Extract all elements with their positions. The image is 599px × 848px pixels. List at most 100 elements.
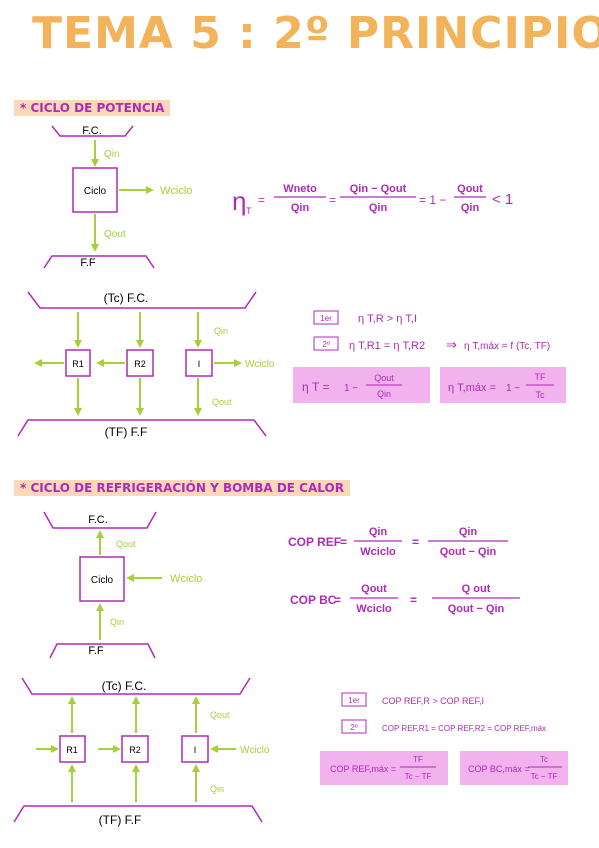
second-corollary-relation: η T,R1 = η T,R2 [349,340,425,352]
reversible-engine-2-box [126,349,154,377]
q-out-label-2: Qout [212,397,232,407]
reversible-engine-1-box [65,349,91,377]
eta-subscript: T [246,206,252,216]
efficiency-real-numerator: Qout [374,373,394,383]
cop-ref-max-lhs: COP REF,máx = [330,764,396,774]
reversible-fridge-2-box [121,735,149,763]
work-label-2: Wciclo [245,359,275,370]
hot-reservoir-label-3: F.C. [88,514,108,526]
q-out-label-3: Qout [116,539,136,549]
refrig-diagram-2: (Tc) F.C. Qout R1 R2 I Wciclo Qin (TF) F… [13,677,270,827]
second-corollary-tag-box-ref [341,719,367,734]
irreversible-fridge-label: I [194,745,197,755]
power-cycle-diagram-1: F.C. Qin Ciclo Wciclo Qout F.F [43,125,192,269]
cold-reservoir-label-2: (TF) F.F [105,425,148,439]
second-corollary-tag: 2º [322,340,329,349]
cop-bc-lhs: COP BC [290,593,337,607]
cop-bc-equals-2: = [410,593,417,607]
cop-ref-f1-denominator: Wciclo [360,546,396,558]
efficiency-max-one-minus: 1 − [506,383,520,394]
hot-reservoir-shape [51,125,134,137]
cop-bc-f2-denominator: Qout − Qin [448,603,505,615]
efficiency-real-one-minus: 1 − [344,383,358,394]
first-corollary-relation-ref: COP REF,R > COP REF,I [382,696,484,706]
cop-ref-max-numerator: TF [413,755,423,764]
section-heading-refrigeration: * CICLO DE REFRIGERACIÓN Y BOMBA DE CALO… [14,480,350,496]
less-than-one: < 1 [492,191,513,208]
hot-reservoir-shape-2 [27,291,257,309]
q-in-label-4: Qin [210,784,224,794]
power-cycle-principles: 1er η T,R > η T,I 2º η T,R1 = η T,R2 ⇒ η… [293,310,566,403]
cop-formulas: COP REF = Qin Wciclo = Qin Qout − Qin CO… [288,526,520,615]
section-heading-power-cycle: * CICLO DE POTENCIA [14,100,171,116]
eta-symbol: η [232,186,246,216]
efficiency-max-numerator: TF [535,372,546,382]
cop-ref-f2-denominator: Qout − Qin [440,546,497,558]
reversible-fridge-1-box [59,735,86,763]
cop-bc-max-denominator: Tc − TF [531,772,558,781]
first-corollary-tag: 1er [320,314,332,323]
irreversible-engine-label: I [198,359,201,369]
q-in-label: Qin [104,149,120,160]
efficiency-real-box [293,367,430,403]
reversible-engine-1-label: R1 [72,359,84,369]
cycle-box-3 [79,556,125,602]
refrig-principles: 1er COP REF,R > COP REF,I 2º COP REF,R1 … [320,692,568,785]
first-corollary-tag-box-ref [341,692,367,707]
cold-reservoir-shape [43,255,155,269]
cold-reservoir-label-4: (TF) F.F [99,813,142,827]
q-in-label-2: Qin [214,326,228,336]
page-title: TEMA 5 : 2º PRINCIPIO [32,8,599,59]
reversible-fridge-2-label: R2 [129,745,141,755]
implies-arrow: ⇒ [446,337,457,352]
equals-sign: = [258,193,265,207]
second-corollary-result: η T,máx = f (Tc, TF) [464,341,550,352]
cold-reservoir-shape-4 [13,805,263,823]
second-corollary-tag-ref: 2º [350,723,357,732]
first-corollary-tag-ref: 1er [348,696,360,705]
cop-bc-f1-denominator: Wciclo [356,603,392,615]
cop-ref-max-denominator: Tc − TF [405,772,432,781]
fraction1-denominator: Qin [291,202,310,214]
reversible-fridge-1-label: R1 [66,745,78,755]
cold-reservoir-shape-2 [17,419,267,437]
cop-bc-max-box [460,751,568,785]
hot-reservoir-label-2: (Tc) F.C. [104,291,149,305]
q-out-label: Qout [104,229,126,240]
cycle-box-label: Ciclo [84,186,107,197]
equals-sign-2: = [329,193,336,207]
cop-ref-f1-numerator: Qin [369,526,388,538]
reversible-engine-2-label: R2 [134,359,146,369]
second-corollary-relation-ref: COP REF,R1 = COP REF,R2 = COP REF,máx [382,724,546,733]
hot-reservoir-label: F.C. [82,125,102,137]
cop-bc-f2-numerator: Q out [462,583,491,595]
first-corollary-tag-box [313,310,339,325]
cop-bc-max-lhs: COP BC,máx = [468,764,530,774]
second-corollary-tag-box [313,336,339,351]
fraction2-numerator: Qin − Qout [350,183,407,195]
cold-reservoir-label: F.F [80,257,96,269]
cop-ref-equals-2: = [412,535,419,549]
fraction2-denominator: Qin [369,202,388,214]
efficiency-formula: η T = Wneto Qin = Qin − Qout Qin = 1 − Q… [232,183,513,216]
work-label: Wciclo [160,185,192,197]
fraction3-denominator: Qin [461,202,480,214]
power-cycle-diagram-2: (Tc) F.C. Qin R1 R2 I Wciclo Qout (TF) F… [17,291,275,439]
irreversible-engine-box [185,349,213,377]
hot-reservoir-shape-3 [43,511,157,529]
cold-reservoir-shape-3 [49,643,156,659]
efficiency-real-lhs: η T = [302,380,329,394]
cop-bc-f1-numerator: Qout [361,583,387,595]
cold-reservoir-label-3: F.F [88,645,104,657]
work-label-4: Wciclo [240,745,270,756]
efficiency-max-lhs: η T,máx = [448,382,496,394]
cop-bc-equals: = [334,593,341,607]
work-label-3: Wciclo [170,573,202,585]
hot-reservoir-label-4: (Tc) F.C. [102,679,147,693]
first-corollary-relation: η T,R > η T,I [358,313,417,325]
q-out-label-4: Qout [210,710,230,720]
hot-reservoir-shape-4 [21,677,251,695]
cycle-box [72,167,118,213]
